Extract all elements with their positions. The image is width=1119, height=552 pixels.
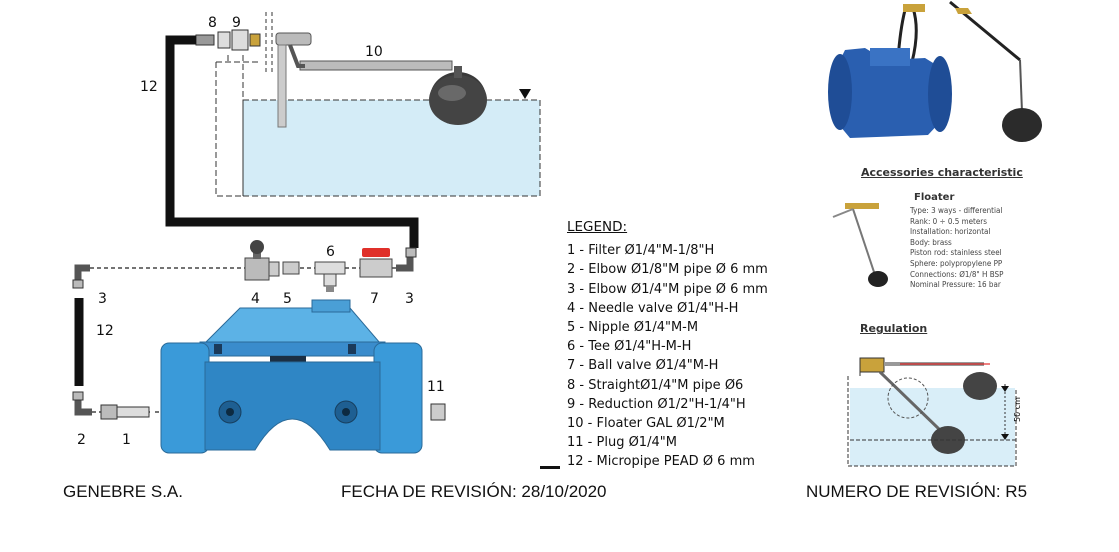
fittings-8-9 (195, 29, 261, 51)
legend-item: 8 - StraightØ1/4"M pipe Ø6 (567, 377, 744, 393)
valve-photo (828, 0, 1042, 142)
nipple (282, 261, 300, 275)
callout-10: 10 (365, 44, 383, 60)
legend-item: 1 - Filter Ø1/4"M-1/8"H (567, 243, 715, 259)
tee (314, 261, 346, 292)
legend-list: 1 - Filter Ø1/4"M-1/8"H 2 - Elbow Ø1/8"M… (567, 241, 768, 471)
spec-line: Piston rod: stainless steel (910, 248, 1002, 258)
accessories-title: Accessories characteristic (861, 166, 1023, 179)
callout-4: 4 (251, 291, 260, 307)
legend-item: 2 - Elbow Ø1/8"M pipe Ø 6 mm (567, 262, 768, 278)
spec-line: Body: brass (910, 237, 952, 247)
installation-diagram: 8 9 10 12 6 4 5 7 3 3 12 11 2 1 (72, 12, 541, 454)
callout-9: 9 (232, 15, 241, 31)
legend-item: 3 - Elbow Ø1/4"M pipe Ø 6 mm (567, 281, 768, 297)
legend-item: 6 - Tee Ø1/4"H-M-H (567, 339, 692, 355)
legend-item: 10 - Floater GAL Ø1/2"M (567, 416, 725, 432)
callout-8: 8 (208, 15, 217, 31)
callout-12-top: 12 (140, 79, 158, 95)
water-tank (215, 12, 541, 197)
elbow-fittings (72, 247, 417, 416)
spec-line: Sphere: polypropylene PP (910, 258, 1003, 268)
ball-valve (359, 248, 393, 278)
spec-line: Connections: Ø1/8" H BSP (910, 269, 1004, 279)
floater-photo (832, 203, 888, 287)
main-valve (160, 299, 423, 454)
callout-2: 2 (77, 432, 86, 448)
filter (100, 404, 150, 420)
floater-title: Floater (914, 192, 955, 203)
spec-line: Nominal Pressure: 16 bar (910, 280, 1001, 290)
legend-item: 9 - Reduction Ø1/2"H-1/4"H (567, 396, 746, 412)
footer-company: GENEBRE S.A. (63, 482, 183, 501)
callout-3-left: 3 (98, 291, 107, 307)
spec-line: Rank: 0 ÷ 0.5 meters (910, 216, 987, 226)
floater-assembly (275, 32, 487, 128)
callout-1: 1 (122, 432, 131, 448)
callout-12-left: 12 (96, 323, 114, 339)
micropipe-top (165, 35, 419, 248)
floater-specs: Type: 3 ways - differential Rank: 0 ÷ 0.… (910, 206, 1003, 291)
callout-3-right: 3 (405, 291, 414, 307)
divider-mark (540, 466, 560, 469)
callout-6: 6 (326, 244, 335, 260)
legend: LEGEND: 1 - Filter Ø1/4"M-1/8"H 2 - Elbo… (567, 218, 768, 472)
plug (430, 403, 446, 421)
legend-item: 4 - Needle valve Ø1/4"H-H (567, 300, 739, 316)
callout-7: 7 (370, 291, 379, 307)
spec-line: Installation: horizontal (910, 227, 991, 237)
needle-valve (244, 240, 280, 281)
footer-revision-date: FECHA DE REVISIÓN: 28/10/2020 (341, 482, 607, 501)
footer-revision-number: NUMERO DE REVISIÓN: R5 (806, 482, 1028, 501)
water-level-marker (519, 89, 531, 99)
regulation-diagram: 50 cm (847, 357, 1022, 467)
legend-item: 5 - Nipple Ø1/4"M-M (567, 320, 699, 336)
callout-11: 11 (427, 379, 445, 395)
callout-5: 5 (283, 291, 292, 307)
spec-line: Type: 3 ways - differential (910, 206, 1003, 215)
legend-item: 12 - Micropipe PEAD Ø 6 mm (567, 454, 755, 470)
regulation-title: Regulation (860, 322, 928, 335)
regulation-dimension: 50 cm (1013, 397, 1022, 422)
legend-title: LEGEND: (567, 219, 628, 235)
legend-item: 7 - Ball valve Ø1/4"M-H (567, 358, 719, 374)
legend-item: 11 - Plug Ø1/4"M (567, 435, 677, 451)
